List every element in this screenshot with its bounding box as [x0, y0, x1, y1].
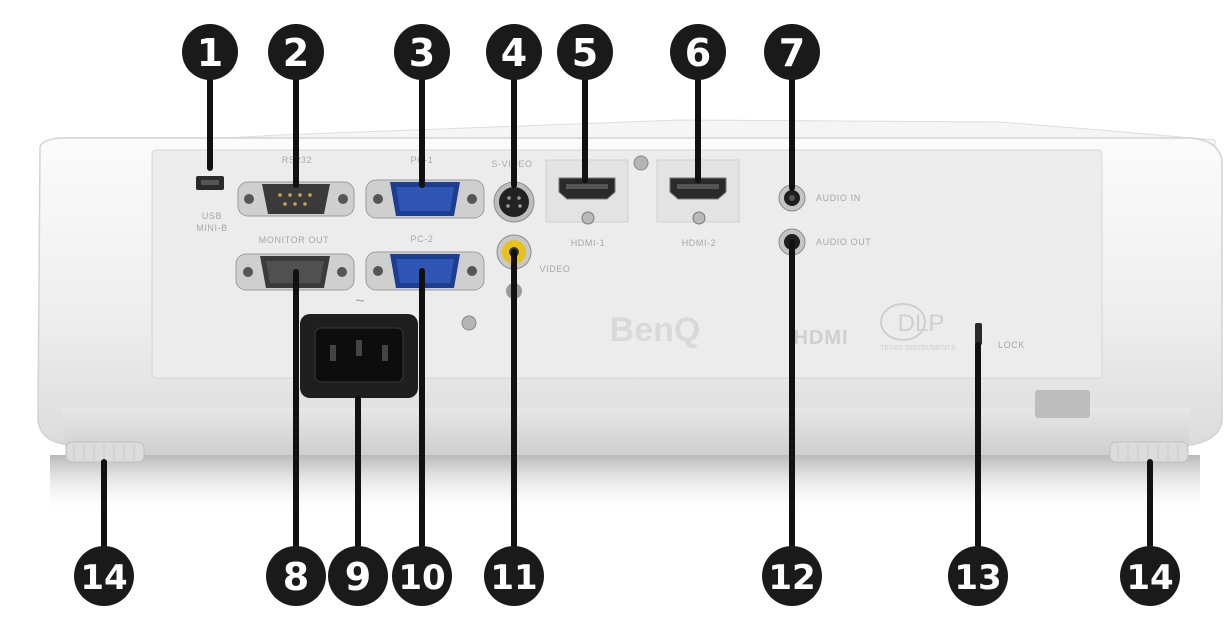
callout-13: 13	[948, 546, 1008, 606]
callout-4-number: 4	[501, 31, 527, 75]
callout-7-number: 7	[779, 31, 805, 75]
pc2-label: PC-2	[411, 234, 434, 244]
callout-leaders	[101, 75, 1153, 548]
callout-5-number: 5	[572, 31, 598, 75]
callout-3-number: 3	[409, 31, 435, 75]
callout-8: 8	[266, 546, 326, 606]
callout-2-number: 2	[283, 31, 309, 75]
video-label: VIDEO	[539, 264, 570, 274]
callout-14-left-number: 14	[80, 558, 127, 598]
panel-screw	[633, 155, 649, 171]
callout-14-right-number: 14	[1126, 558, 1173, 598]
audio-in-jack	[778, 184, 806, 212]
hdmi2-label: HDMI-2	[682, 238, 717, 248]
callout-10-number: 10	[398, 558, 445, 598]
lock-label: LOCK	[998, 340, 1025, 350]
callout-6-number: 6	[685, 31, 711, 75]
rs232-port	[237, 181, 355, 217]
callout-5: 5	[557, 24, 613, 80]
callout-7: 7	[764, 24, 820, 80]
callout-2: 2	[268, 24, 324, 80]
pc1-vga-port	[365, 179, 485, 219]
usb-mini-b-port	[196, 176, 224, 190]
callout-13-number: 13	[954, 558, 1001, 598]
s-video-port	[493, 181, 535, 223]
right-foot	[1109, 441, 1189, 463]
audio-in-label: AUDIO IN	[816, 193, 861, 203]
kensington-lock-slot	[975, 323, 982, 345]
usb-label: USB	[202, 211, 222, 221]
power-inlet	[300, 314, 418, 398]
dlp-sub-text: TEXAS INSTRUMENTS	[880, 345, 956, 352]
callout-1: 1	[182, 24, 238, 80]
callout-4: 4	[486, 24, 542, 80]
callout-6: 6	[670, 24, 726, 80]
monitor-out-label: MONITOR OUT	[259, 235, 329, 245]
callout-10: 10	[392, 546, 452, 606]
hdmi1-label: HDMI-1	[571, 238, 606, 248]
audio-out-label: AUDIO OUT	[816, 237, 871, 247]
callout-14-left: 14	[74, 546, 134, 606]
dlp-logo-text: DLP	[898, 310, 945, 337]
callout-12-number: 12	[768, 558, 815, 598]
callout-8-number: 8	[283, 555, 309, 599]
benq-logo: BenQ	[610, 311, 701, 349]
callout-11: 11	[484, 546, 544, 606]
vent-slot	[1035, 390, 1090, 418]
mini-b-label: MINI-B	[196, 223, 228, 233]
hdmi2-port	[669, 177, 727, 225]
callout-14-right: 14	[1120, 546, 1180, 606]
hdmi-logo: HDMI	[793, 327, 848, 349]
ac-symbol: ~	[355, 293, 364, 310]
left-foot	[65, 441, 145, 463]
callout-1-number: 1	[197, 31, 223, 75]
floor-shadow	[50, 455, 1200, 515]
callout-11-number: 11	[490, 558, 537, 598]
callout-9: 9	[328, 546, 388, 606]
panel-screw	[461, 315, 477, 331]
callout-3: 3	[394, 24, 450, 80]
callout-12: 12	[762, 546, 822, 606]
hdmi1-port	[558, 177, 616, 225]
dlp-logo	[880, 303, 926, 341]
projector-base	[62, 408, 1190, 455]
callout-9-number: 9	[345, 555, 371, 599]
